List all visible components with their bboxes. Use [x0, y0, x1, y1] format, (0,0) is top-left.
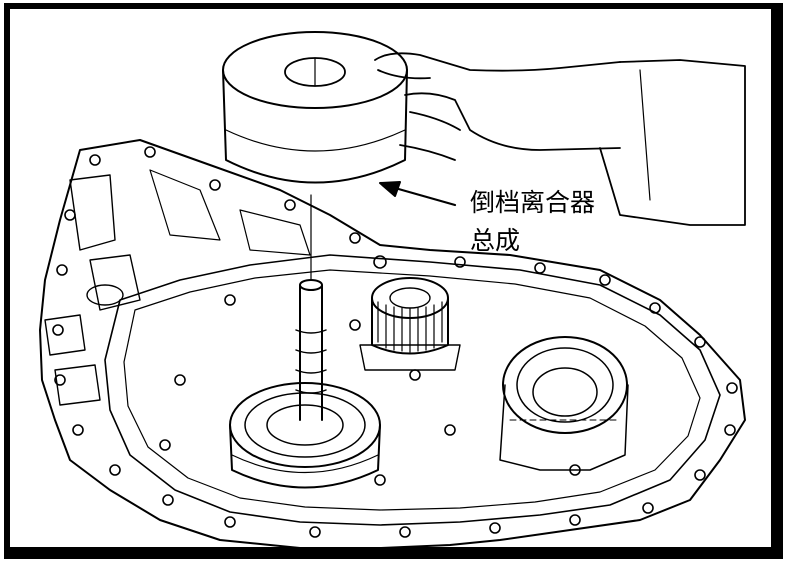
callout-leader: [379, 181, 457, 207]
reverse-clutch-assembly: [222, 31, 408, 184]
input-shaft: [295, 194, 327, 421]
figure-frame: [4, 3, 777, 553]
transmission-case: [39, 139, 746, 549]
differential-bore: [499, 336, 629, 471]
idler-gear: [359, 277, 461, 371]
bolt-holes: [52, 146, 738, 538]
clutch-hub: [229, 382, 381, 489]
callout-label-line2: 总成: [470, 226, 521, 255]
hand: [374, 52, 746, 226]
callout-label-line1: 倒档离合器: [470, 188, 596, 217]
